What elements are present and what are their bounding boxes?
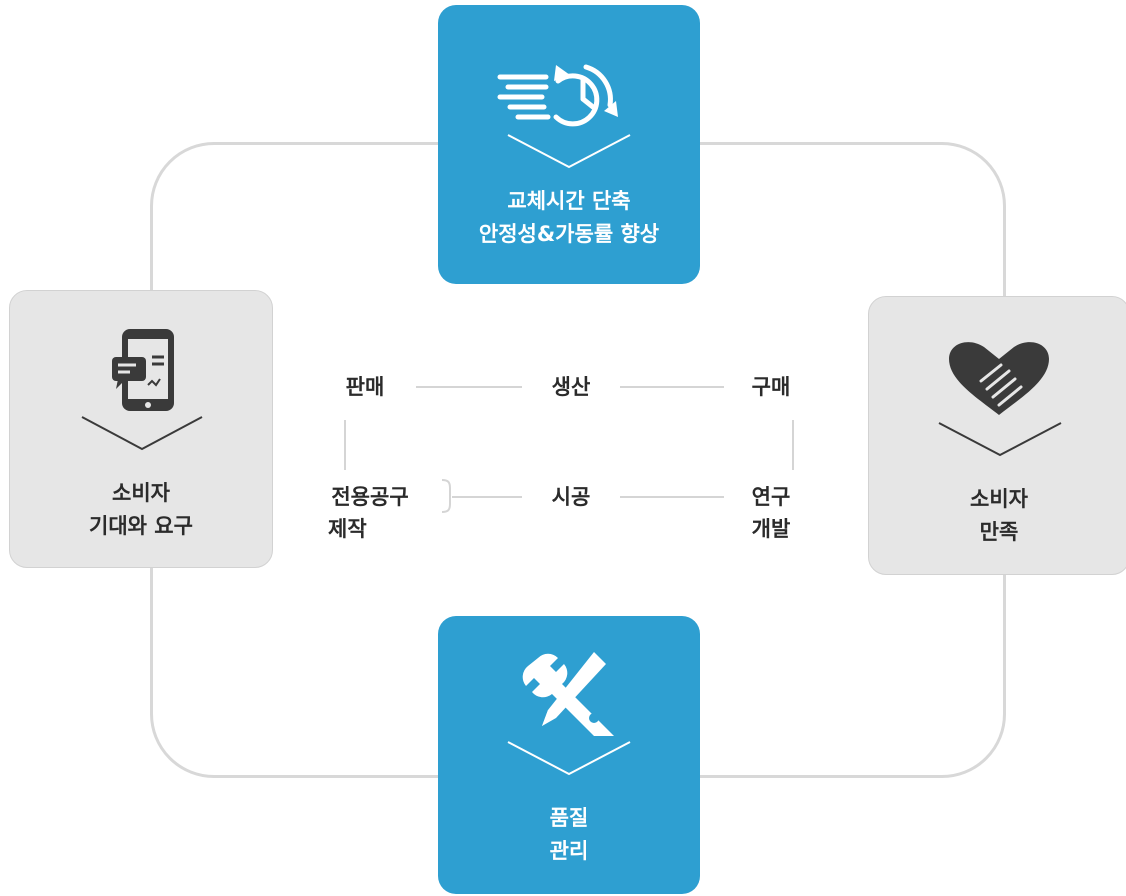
wrench-pencil-icon — [522, 652, 614, 736]
bottom-card-line2: 관리 — [549, 839, 589, 863]
connector-line — [620, 386, 724, 388]
right-card: 소비자 만족 — [868, 296, 1126, 575]
right-card-label: 소비자 만족 — [869, 483, 1126, 549]
chevron-down-icon — [507, 134, 631, 169]
bottom-card: 품질 관리 — [438, 616, 700, 894]
left-card-line1: 소비자 — [112, 481, 170, 505]
flow-rnd-line2: 개발 — [751, 517, 791, 541]
right-card-line1: 소비자 — [970, 487, 1028, 511]
connector-line — [344, 420, 346, 470]
flow-construction: 시공 — [551, 485, 591, 509]
connector-line — [452, 496, 522, 498]
flow-sales: 판매 — [345, 375, 385, 399]
top-card-line1: 교체시간 단축 — [507, 189, 631, 213]
flow-tooling-line1: 전용공구 — [331, 485, 409, 509]
chevron-down-icon — [507, 741, 631, 776]
fast-clock-icon — [497, 64, 618, 127]
left-card-label: 소비자 기대와 요구 — [10, 477, 272, 543]
connector-line — [416, 386, 522, 388]
top-card-line2: 안정성&가동률 향상 — [478, 222, 660, 246]
right-card-line2: 만족 — [979, 520, 1019, 544]
bottom-card-label: 품질 관리 — [438, 802, 700, 868]
chevron-down-icon — [938, 422, 1062, 457]
left-card: 소비자 기대와 요구 — [9, 290, 273, 568]
flow-production: 생산 — [551, 375, 591, 399]
connector-line — [792, 420, 794, 470]
top-card: 교체시간 단축 안정성&가동률 향상 — [438, 5, 700, 284]
flow-tooling-line2: 제작 — [328, 517, 367, 541]
handshake-heart-icon — [949, 342, 1049, 415]
connector-line — [620, 496, 724, 498]
chevron-down-icon — [81, 416, 203, 451]
bottom-card-line1: 품질 — [549, 806, 589, 830]
left-card-line2: 기대와 요구 — [89, 514, 193, 538]
top-card-label: 교체시간 단축 안정성&가동률 향상 — [438, 185, 700, 251]
flow-purchase: 구매 — [751, 375, 791, 399]
flow-rnd: 연구 개발 — [744, 481, 798, 545]
bracket-connector — [441, 479, 451, 513]
smartphone-chat-icon — [112, 329, 174, 411]
flow-tooling: 전용공구 제작 — [314, 481, 426, 545]
flow-rnd-line1: 연구 — [751, 485, 791, 509]
